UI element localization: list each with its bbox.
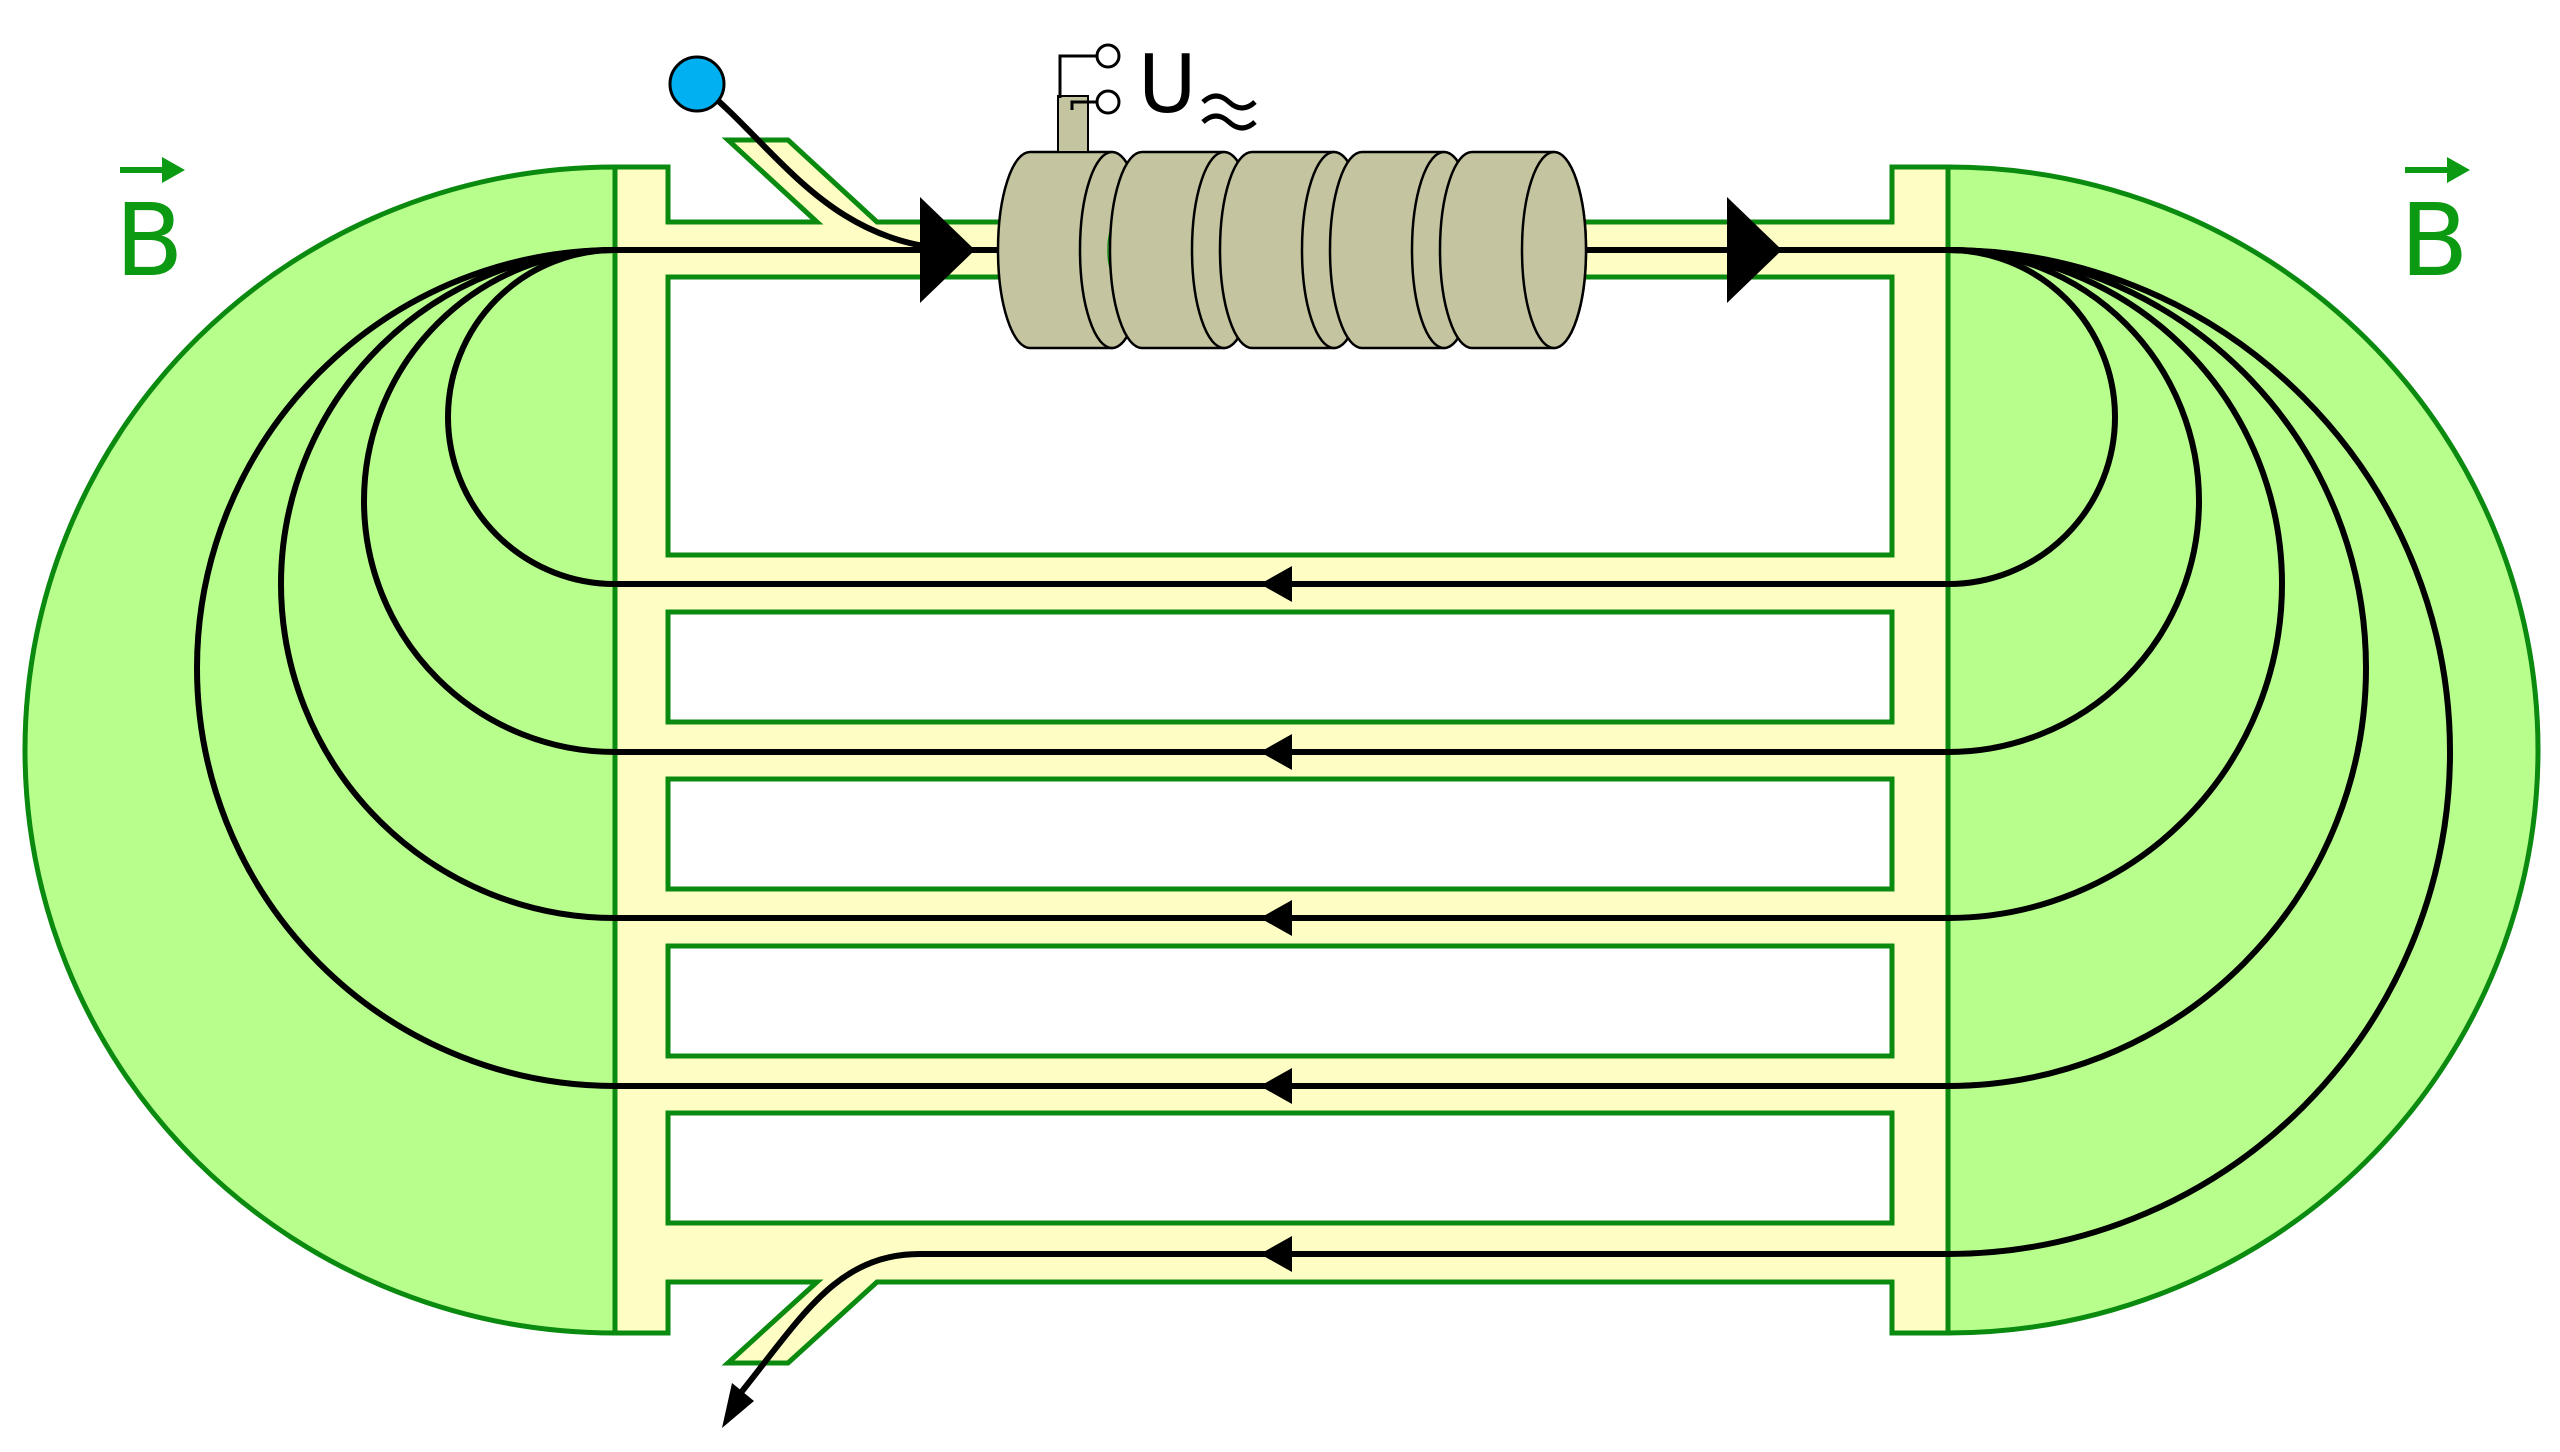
vector-arrow-head [2447,157,2470,183]
beam-direction-arrow-icon [1260,900,1292,936]
terminal-wire-2 [1070,100,1097,110]
particle-source-icon [668,55,726,113]
orbit-2 [361,247,2202,755]
beam-direction-arrow-icon [1260,1236,1292,1272]
beam-direction-arrow-icon [1727,197,1782,303]
chamber-window-5 [665,1110,1895,1226]
extraction-arrow-icon [722,1383,754,1428]
return-arrows [1260,566,1292,1272]
cavity-disc-face [1520,150,1588,350]
cavity-disc [1438,150,1588,350]
field-region-left [22,164,618,1336]
cavity-discs [996,150,1588,350]
beam-direction-arrow-icon [1260,734,1292,770]
voltage-label: U [1138,38,1197,131]
orbit-5 [732,247,2453,1402]
field-region-right [1945,164,2541,1336]
chamber-window-2 [665,609,1895,725]
chamber-window-3 [665,776,1895,892]
orbit-3 [278,247,2285,921]
vector-arrow-icon [120,157,185,183]
orbit-4 [194,247,2369,1089]
injection-path [698,82,971,253]
beam-direction-arrow-icon [1260,1068,1292,1104]
vector-arrow-head [162,157,185,183]
terminal-1 [1095,43,1121,69]
beam-direction-arrow-icon [920,197,975,303]
field-label-left: B [115,182,184,299]
terminal-wire-1 [1058,54,1097,98]
orbit-1 [445,247,2118,587]
accelerating-cavity [996,95,1595,350]
voltage-terminal-icon [1058,43,1121,115]
beam-orbits [194,82,2453,1402]
terminal-2 [1095,89,1121,115]
vector-arrow-icon [2405,157,2470,183]
beam-direction-arrow-icon [1260,566,1292,602]
ac-symbol-icon [1201,93,1257,131]
field-label-right: B [2400,182,2469,299]
chamber-window-4 [665,943,1895,1059]
